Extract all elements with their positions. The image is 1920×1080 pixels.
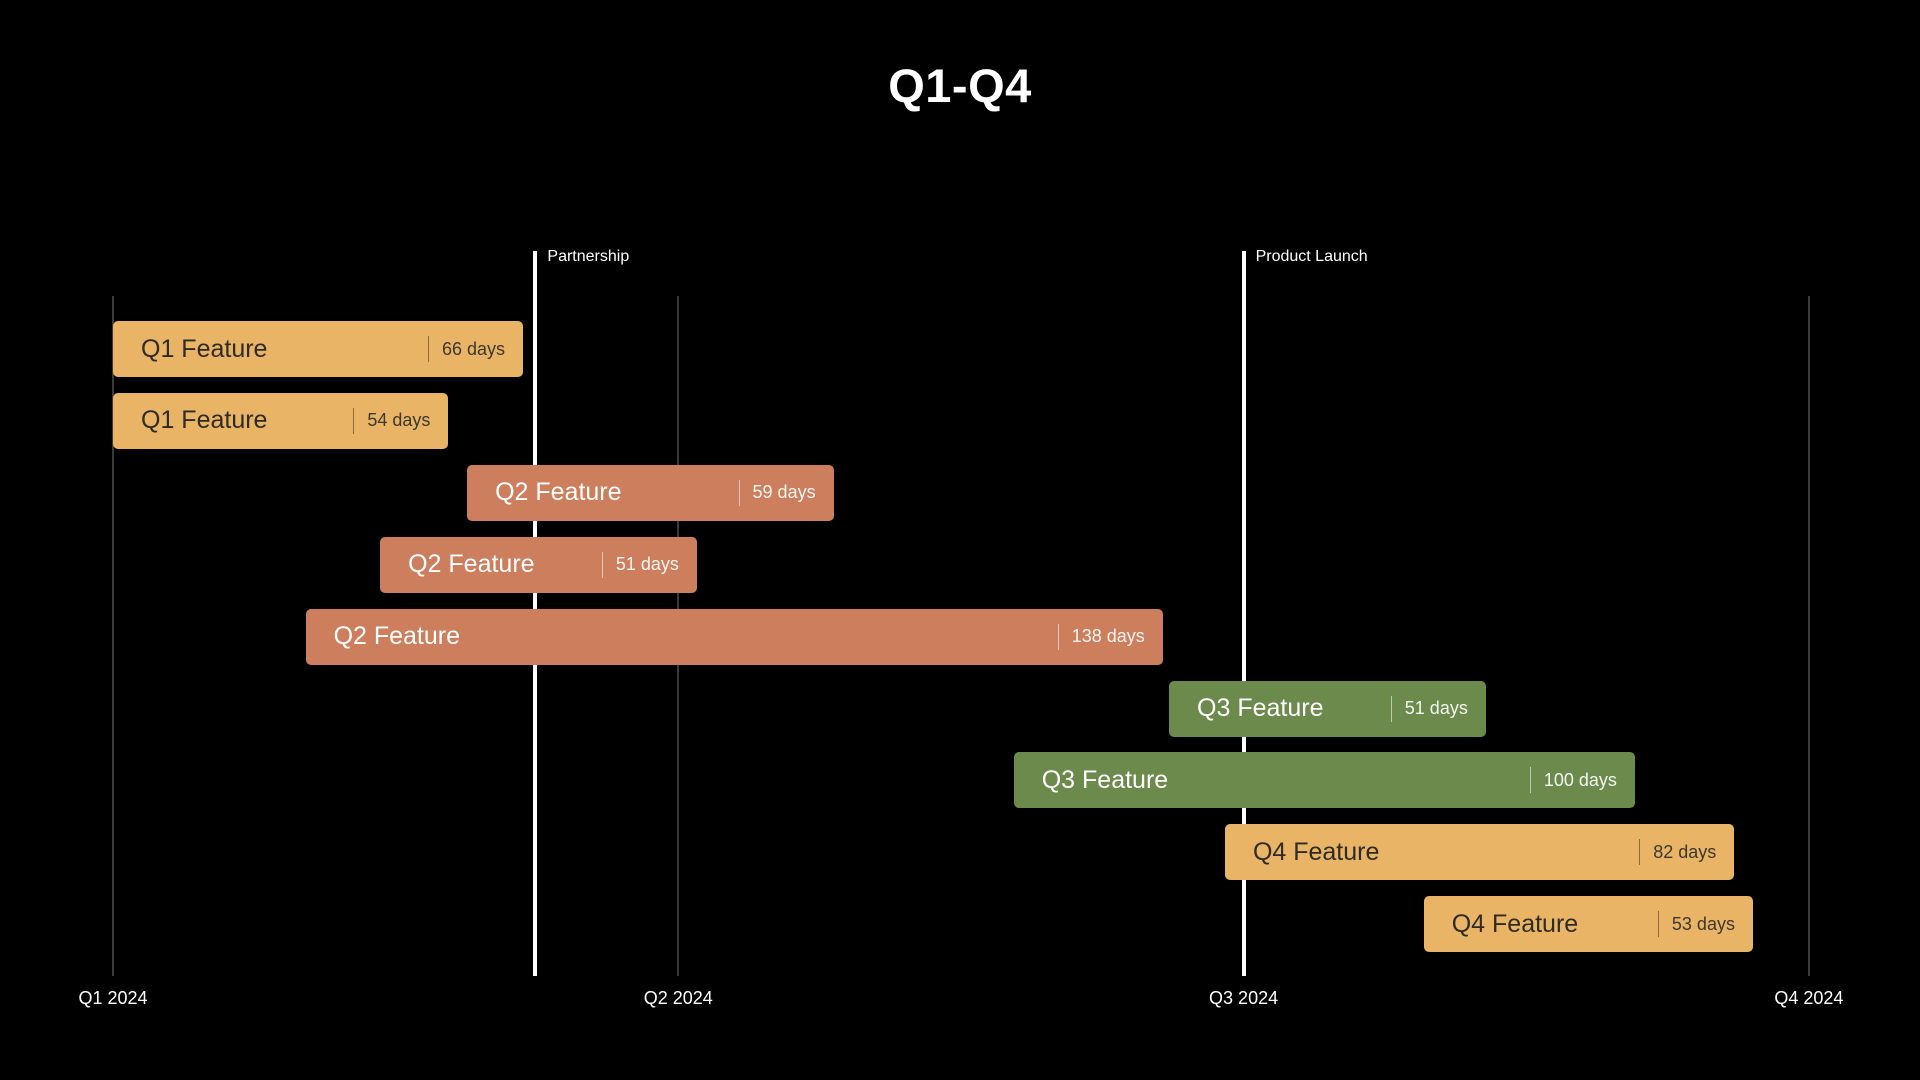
x-axis-tick-label: Q4 2024 (1774, 988, 1844, 1008)
task-label: Q4 Feature (1252, 837, 1380, 866)
task-duration: 51 days (615, 554, 679, 575)
gantt-bar: Q1 Feature 54 days (113, 392, 449, 449)
task-duration-group: 54 days (353, 407, 431, 434)
duration-separator (1390, 695, 1392, 722)
task-duration-group: 138 days (1057, 623, 1145, 650)
task-label: Q2 Feature (408, 550, 535, 579)
duration-separator (1529, 767, 1531, 794)
gantt-bar: Q3 Feature 51 days (1169, 680, 1486, 737)
duration-separator (427, 336, 429, 362)
task-duration: 100 days (1543, 769, 1617, 790)
task-label: Q1 Feature (141, 406, 268, 435)
milestone-line (1241, 251, 1246, 976)
task-label: Q4 Feature (1451, 909, 1579, 938)
task-duration: 53 days (1671, 913, 1735, 934)
task-duration-group: 66 days (427, 336, 505, 362)
task-duration: 51 days (1404, 698, 1468, 718)
task-duration-group: 51 days (1390, 695, 1468, 722)
chart-title: Q1-Q4 (888, 59, 1032, 112)
milestone-label: Product Launch (1255, 248, 1368, 265)
x-axis-tick-label: Q3 2024 (1209, 988, 1279, 1008)
task-duration-group: 53 days (1657, 911, 1735, 938)
task-label: Q1 Feature (141, 334, 268, 363)
task-duration: 82 days (1653, 841, 1717, 862)
gantt-bar: Q2 Feature 138 days (305, 608, 1163, 665)
x-axis-tick-label: Q1 2024 (78, 988, 148, 1008)
gantt-bar: Q3 Feature 100 days (1013, 752, 1635, 809)
duration-separator (738, 479, 740, 506)
task-label: Q3 Feature (1041, 765, 1169, 794)
gantt-bar: Q1 Feature 66 days (113, 321, 523, 377)
task-label: Q2 Feature (495, 478, 622, 507)
task-duration-group: 59 days (738, 479, 816, 506)
gantt-bar: Q2 Feature 59 days (467, 464, 834, 521)
task-duration-group: 100 days (1529, 767, 1617, 794)
gantt-bar: Q4 Feature 82 days (1224, 824, 1735, 881)
milestone-label: Partnership (547, 248, 630, 265)
duration-separator (1639, 839, 1641, 866)
task-label: Q3 Feature (1197, 694, 1324, 722)
task-duration: 138 days (1071, 626, 1145, 647)
duration-separator (601, 551, 603, 578)
duration-separator (353, 407, 355, 434)
duration-separator (1657, 911, 1659, 938)
gridline (112, 296, 114, 976)
task-duration-group: 82 days (1639, 839, 1717, 866)
task-duration-group: 51 days (601, 551, 679, 578)
x-axis-tick-label: Q2 2024 (643, 988, 713, 1008)
task-duration: 66 days (441, 338, 505, 359)
duration-separator (1057, 623, 1059, 650)
gridline (1807, 296, 1810, 976)
gantt-bar: Q4 Feature 53 days (1423, 896, 1753, 953)
gantt-bar: Q2 Feature 51 days (380, 536, 697, 593)
task-duration: 59 days (752, 482, 816, 503)
task-duration: 54 days (367, 410, 431, 431)
task-label: Q2 Feature (333, 622, 461, 651)
